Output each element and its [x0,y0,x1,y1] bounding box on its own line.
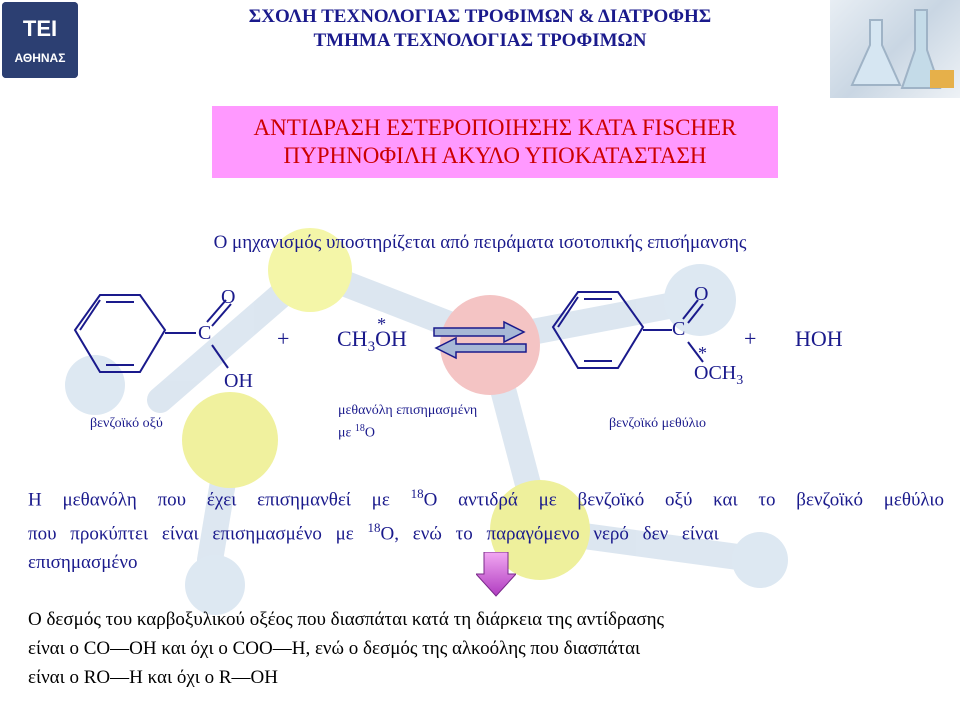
school-name: ΣΧΟΛΗ ΤΕΧΝΟΛΟΓΙΑΣ ΤΡΟΦΙΜΩΝ & ΔΙΑΤΡΟΦΗΣ [248,6,712,27]
label-methanol-2-prefix: με [338,425,355,441]
lab-flasks-photo [830,0,960,98]
isotope-sup-2: 18 [367,520,381,536]
down-arrow-icon [476,552,516,597]
label-methanol-2: με 18O [338,423,375,442]
explanation-line-2: που προκύπτει είναι επισημασμένο με 18Ο,… [28,514,944,548]
methanol-oh: *OH [375,314,407,351]
ester-carbonyl-oxygen: O [694,283,709,305]
ester-subscript: 3 [736,373,744,388]
methanol-ch: CH [337,326,368,351]
label-methyl-benzoate: βενζοϊκό μεθύλιο [609,416,707,431]
conclusion-line-1: Ο δεσμός του καρβοξυλικού οξέος που διασ… [28,609,665,630]
conclusion-line-2: είναι ο CO—OH και όχι ο COO—H, ενώ ο δεσ… [28,638,641,659]
methanol-subscript: 3 [367,339,376,355]
logo-icon: ΤΕΙ ΑΘΗΝΑΣ [2,2,78,78]
ester-och-text: OCH [694,362,737,384]
water-formula: HOH [795,326,843,351]
label-benzoic-acid: βενζοϊκό οξύ [90,416,163,431]
plus-sign-2: + [744,326,757,351]
title-line-2: ΠΥΡΗΝΟΦΙΛΗ ΑΚΥΛΟ ΥΠΟΚΑΤΑΣΤΑΣΗ [283,143,707,168]
isotope-star: * [377,314,387,334]
ester-isotope-star: * [698,343,707,363]
label-methanol-2-sup: 18 [354,423,365,434]
explanation-text-3-wrap: που προκύπτει είναι επισημασμένο με 18Ο,… [28,514,719,548]
explanation-line-1: Η μεθανόλη που έχει επισημανθεί με 18Ο α… [28,480,944,514]
methanol-oh-text: OH [375,326,407,351]
label-methanol-1: μεθανόλη επισημασμένη [338,403,478,418]
title-line-1: ΑΝΤΙΔΡΑΣΗ ΕΣΤΕΡΟΠΟΙΗΣΗΣ ΚΑΤΑ FISCHER [253,115,737,140]
methanol-formula: CH3*OH [337,314,407,355]
acid-carbonyl-oxygen: O [221,286,236,308]
acid-carbon: C [198,322,212,344]
ester-carbon: C [672,318,686,340]
acid-hydroxyl: OH [224,370,253,392]
explanation-text-2: Ο αντιδρά με βενζοϊκό οξύ και το βενζοϊκ… [423,489,945,511]
conclusion-line-3: είναι ο RO—H και όχι ο R—OH [28,667,278,688]
svg-text:ΤΕΙ: ΤΕΙ [23,16,57,41]
explanation-paragraph: Η μεθανόλη που έχει επισημανθεί με 18Ο α… [28,480,944,577]
equilibrium-arrows-icon [433,320,527,360]
explanation-text-3: που προκύπτει είναι επισημασμένο με [28,523,368,545]
label-methanol-2-suffix: O [364,425,376,441]
explanation-line-3: επισημασμένο [28,551,138,573]
intro-text: Ο μηχανισμός υποστηρίζεται από πειράματα… [213,232,747,253]
isotope-sup-1: 18 [410,486,424,501]
svg-text:ΑΘΗΝΑΣ: ΑΘΗΝΑΣ [15,51,66,65]
institution-logo: ΤΕΙ ΑΘΗΝΑΣ [2,2,78,78]
explanation-text-1: Η μεθανόλη που έχει επισημανθεί με [28,489,411,511]
ester-methoxy: OCH3 [694,362,744,388]
plus-sign-1: + [277,326,290,351]
explanation-text-4: Ο, ενώ το παραγόμενο νερό δεν είναι [380,523,719,545]
department-name: ΤΜΗΜΑ ΤΕΧΝΟΛΟΓΙΑΣ ΤΡΟΦΙΜΩΝ [313,30,647,51]
title-box [212,106,778,178]
flask-icon [850,9,954,89]
